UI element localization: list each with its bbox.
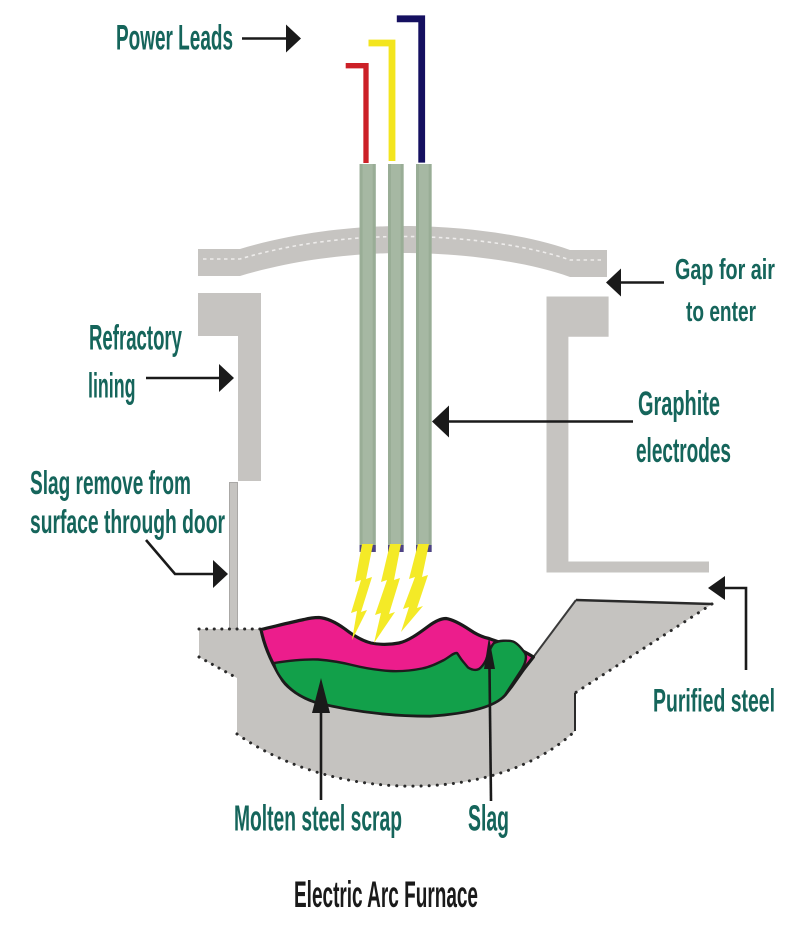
svg-text:to enter: to enter	[686, 296, 756, 328]
svg-text:Slag: Slag	[468, 798, 509, 839]
svg-text:Purified steel: Purified steel	[653, 683, 775, 719]
svg-text:lining: lining	[88, 367, 136, 406]
svg-text:electrodes: electrodes	[636, 432, 731, 470]
svg-text:Slag remove from: Slag remove from	[30, 465, 191, 502]
svg-text:Power Leads: Power Leads	[116, 19, 233, 58]
svg-text:Molten steel scrap: Molten steel scrap	[234, 798, 402, 839]
svg-text:Refractory: Refractory	[89, 319, 182, 358]
svg-text:Graphite: Graphite	[638, 385, 720, 423]
svg-text:Gap for air: Gap for air	[675, 254, 775, 286]
svg-text:surface through door: surface through door	[30, 504, 225, 541]
svg-text:Electric Arc Furnace: Electric Arc Furnace	[294, 873, 478, 915]
